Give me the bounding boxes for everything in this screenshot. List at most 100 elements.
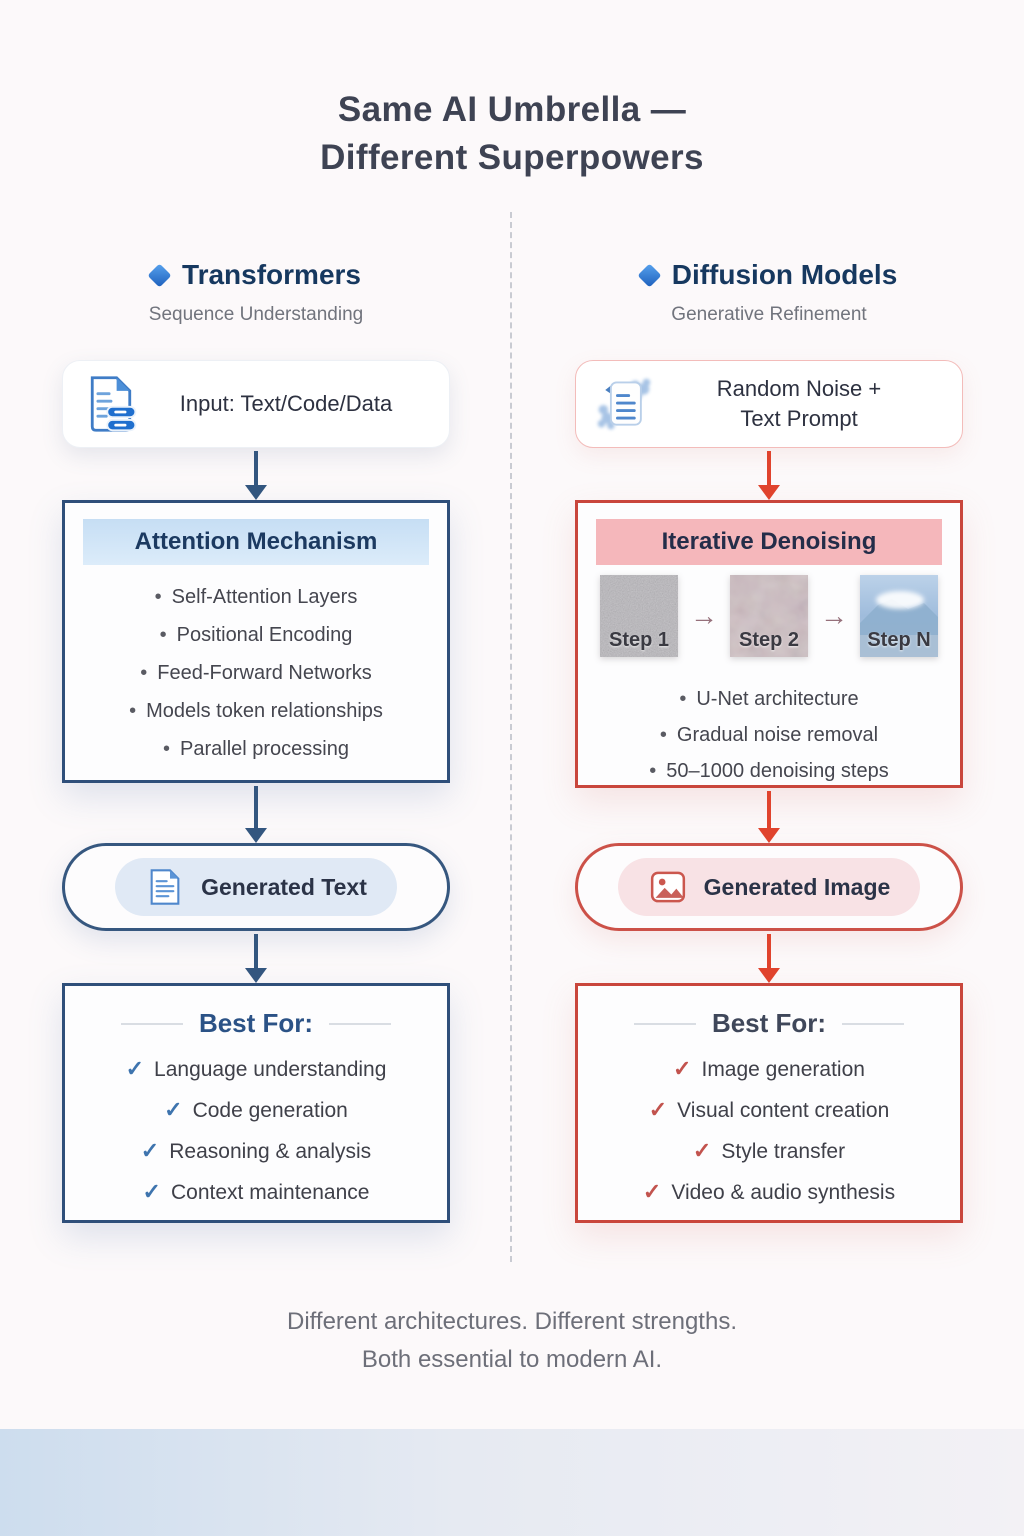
arrow-head bbox=[758, 485, 780, 500]
bullet-icon: • bbox=[129, 700, 137, 722]
attention-mechanism-box: Attention Mechanism •Self-Attention Laye… bbox=[62, 500, 450, 783]
check-text: Image generation bbox=[701, 1058, 865, 1081]
flow-arrow-down bbox=[575, 931, 963, 983]
flow-arrow-down bbox=[575, 448, 963, 500]
best-for-box-transformers: Best For: ✓Language understanding ✓Code … bbox=[62, 983, 450, 1223]
mechanism-title: Iterative Denoising bbox=[596, 519, 942, 565]
bullet-text: Self-Attention Layers bbox=[171, 586, 358, 608]
column-subtitle: Sequence Understanding bbox=[148, 304, 364, 325]
transformers-header: Transformers Sequence Understanding bbox=[62, 255, 450, 360]
generated-image-inner: Generated Image bbox=[617, 858, 921, 916]
flow-arrow-down bbox=[62, 783, 450, 843]
denoising-step: Step 1 bbox=[600, 575, 678, 657]
arrow-head bbox=[758, 968, 780, 983]
bottom-band bbox=[0, 1429, 1024, 1536]
check-icon: ✓ bbox=[673, 1056, 692, 1081]
arrow-stem bbox=[767, 934, 771, 969]
check-icon: ✓ bbox=[648, 1097, 668, 1122]
divider-line bbox=[120, 1022, 183, 1025]
transformers-column: Transformers Sequence Understanding bbox=[62, 255, 450, 1223]
arrow-head bbox=[245, 485, 267, 500]
bullet-icon: • bbox=[679, 688, 687, 710]
transformers-name-row: Transformers bbox=[62, 255, 450, 295]
bullet-text: U-Net architecture bbox=[696, 688, 859, 710]
document-data-icon bbox=[81, 374, 141, 434]
step-label: Step 1 bbox=[608, 629, 670, 651]
generated-image-pill: Generated Image bbox=[575, 843, 963, 931]
mechanism-bullet-list: •U-Net architecture •Gradual noise remov… bbox=[578, 681, 960, 789]
bullet-item: • Self-Attention Layers bbox=[65, 578, 447, 616]
denoising-steps-row: Step 1 → Step 2 → bbox=[578, 575, 960, 675]
column-subtitle: Generative Refinement bbox=[671, 304, 867, 325]
input-card-transformers: Input: Text/Code/Data bbox=[62, 360, 450, 448]
flow-arrow-down bbox=[575, 788, 963, 843]
bullet-text: Models token relationships bbox=[146, 700, 383, 722]
arrow-stem bbox=[254, 786, 258, 829]
noisy-notepad-icon bbox=[594, 374, 654, 434]
check-item: ✓Style transfer bbox=[578, 1131, 960, 1172]
best-for-title: Best For: bbox=[711, 1008, 827, 1038]
bullet-item: •Parallel processing bbox=[65, 730, 447, 768]
footer-caption: Different architectures. Different stren… bbox=[287, 1308, 737, 1373]
step-1-noise-thumbnail bbox=[600, 575, 678, 657]
bullet-text: Parallel processing bbox=[180, 738, 349, 760]
arrow-right-icon: → bbox=[820, 600, 848, 631]
output-label: Generated Image bbox=[703, 873, 891, 900]
diffusion-column: Diffusion Models Generative Refinement bbox=[575, 255, 963, 1223]
check-icon: ✓ bbox=[142, 1179, 161, 1204]
column-name: Transformers bbox=[182, 259, 361, 290]
input-label: Input: Text/Code/Data bbox=[179, 391, 393, 416]
flow-arrow-down bbox=[62, 931, 450, 983]
step-2-blurry-thumbnail bbox=[730, 575, 808, 657]
text-document-icon bbox=[145, 867, 185, 907]
arrow-stem bbox=[767, 791, 771, 829]
bullet-item: • Models token relationships bbox=[65, 692, 447, 730]
bullet-item: • 50–1000 denoising steps bbox=[578, 753, 960, 789]
check-item: ✓Video & audio synthesis bbox=[578, 1172, 960, 1213]
mechanism-bullet-list: •Self-Attention Layers •Positional Encod… bbox=[65, 578, 447, 768]
check-icon: ✓ bbox=[164, 1097, 183, 1122]
output-label: Generated Text bbox=[201, 873, 367, 900]
input-label: Random Noise + Text Prompt bbox=[716, 376, 882, 431]
diamond-icon bbox=[637, 262, 662, 288]
bullet-text: 50–1000 denoising steps bbox=[666, 760, 889, 782]
bullet-icon: • bbox=[159, 624, 167, 646]
bullet-icon: • bbox=[659, 724, 667, 746]
best-for-list: ✓Language understanding ✓Code generation… bbox=[65, 1049, 447, 1213]
bullet-text: Feed-Forward Networks bbox=[157, 662, 372, 684]
divider-line bbox=[842, 1022, 905, 1025]
page-title: Same AI Umbrella — Different Superpowers bbox=[320, 90, 704, 177]
check-icon: ✓ bbox=[692, 1138, 712, 1163]
best-for-list: ✓ Image generation ✓Visual content creati… bbox=[578, 1049, 960, 1213]
check-icon: ✓ bbox=[125, 1056, 145, 1081]
check-icon: ✓ bbox=[642, 1179, 662, 1204]
divider-line bbox=[633, 1022, 696, 1025]
flow-arrow-down bbox=[62, 448, 450, 500]
check-item: ✓ Image generation bbox=[578, 1049, 960, 1090]
iterative-denoising-box: Iterative Denoising Step 1 → bbox=[575, 500, 963, 788]
check-text: Reasoning & analysis bbox=[169, 1140, 372, 1163]
bullet-icon: • bbox=[154, 586, 162, 608]
bullet-item: • Positional Encoding bbox=[65, 616, 447, 654]
check-item: ✓Language understanding bbox=[65, 1049, 447, 1090]
step-n-mountain-thumbnail bbox=[860, 575, 938, 657]
bullet-item: • Feed-Forward Networks bbox=[65, 654, 447, 692]
input-card-diffusion: Random Noise + Text Prompt bbox=[575, 360, 963, 448]
bullet-icon: • bbox=[140, 662, 148, 684]
check-item: ✓Code generation bbox=[65, 1090, 447, 1131]
generated-text-inner: Generated Text bbox=[115, 858, 397, 916]
check-item: ✓Context maintenance bbox=[65, 1172, 447, 1213]
arrow-right-icon: → bbox=[690, 600, 718, 631]
column-name: Diffusion Models bbox=[671, 259, 898, 290]
bullet-icon: • bbox=[649, 760, 657, 782]
generated-text-pill: Generated Text bbox=[62, 843, 450, 931]
denoising-step: Step 2 bbox=[730, 575, 808, 657]
step-label: Step 2 bbox=[738, 629, 800, 651]
arrow-head bbox=[245, 828, 267, 843]
bullet-text: Positional Encoding bbox=[176, 624, 353, 646]
arrow-stem bbox=[254, 934, 258, 969]
best-for-box-diffusion: Best For: ✓ Image generation ✓Visual cont… bbox=[575, 983, 963, 1223]
check-item: ✓Visual content creation bbox=[578, 1090, 960, 1131]
arrow-stem bbox=[254, 451, 258, 486]
